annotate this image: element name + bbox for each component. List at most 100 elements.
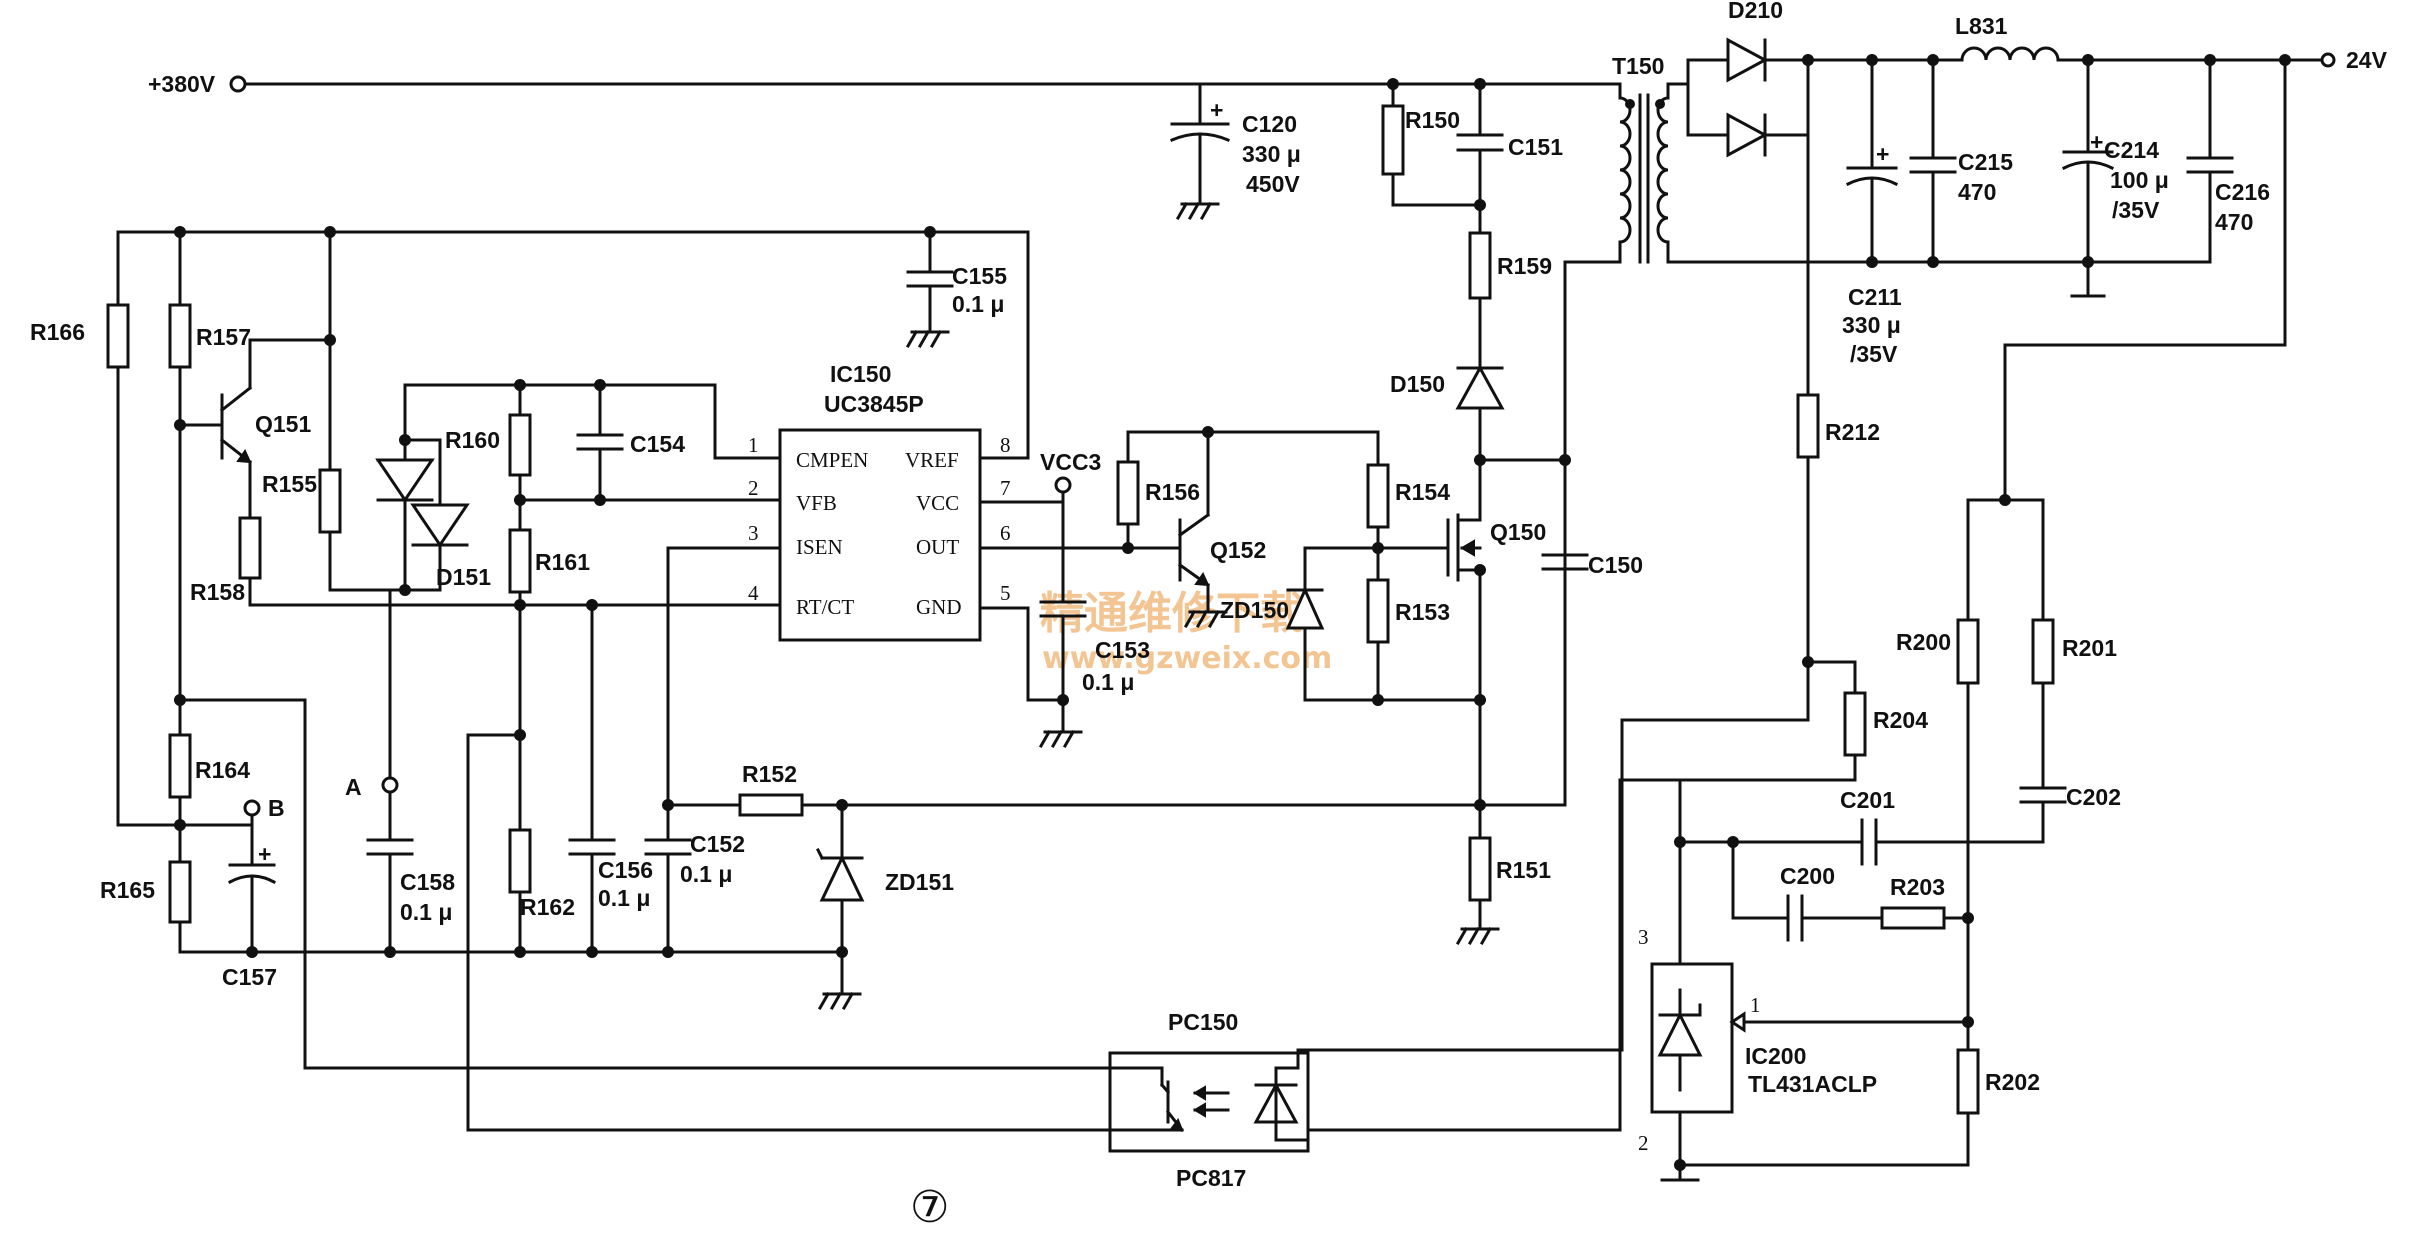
- svg-text:0.1 μ: 0.1 μ: [952, 291, 1004, 317]
- svg-text:6: 6: [1000, 521, 1011, 545]
- svg-text:C215: C215: [1958, 149, 2013, 175]
- svg-text:Q152: Q152: [1210, 537, 1266, 563]
- svg-text:D210: D210: [1728, 0, 1783, 23]
- svg-text:R159: R159: [1497, 253, 1552, 279]
- svg-text:www.gzweix.com: www.gzweix.com: [1042, 641, 1332, 676]
- d151-diode: D151: [375, 383, 602, 596]
- output-rail: L831 24V: [1763, 13, 2388, 73]
- svg-text:Q150: Q150: [1490, 519, 1546, 545]
- r155-column: [318, 230, 442, 592]
- svg-text:0.1 μ: 0.1 μ: [680, 861, 732, 887]
- svg-text:R212: R212: [1825, 419, 1880, 445]
- snubber-network: R150 C151 R159 D150: [1381, 82, 1571, 466]
- svg-text:330 μ: 330 μ: [1242, 141, 1301, 167]
- svg-text:C214: C214: [2104, 137, 2159, 163]
- svg-text:1: 1: [748, 433, 759, 457]
- svg-text:GND: GND: [916, 595, 962, 619]
- feedback-sense-line: [1966, 58, 2287, 622]
- svg-text:470: 470: [1958, 179, 1996, 205]
- svg-text:C153: C153: [1095, 637, 1150, 663]
- svg-text:3: 3: [748, 521, 759, 545]
- svg-text:UC3845P: UC3845P: [824, 391, 924, 417]
- svg-text:CMPEN: CMPEN: [796, 448, 868, 472]
- svg-text:IC200: IC200: [1745, 1043, 1806, 1069]
- svg-text:R166: R166: [30, 319, 85, 345]
- ic150-uc3845p: IC150 UC3845P CMPEN VFB ISEN RT/CT VREF …: [748, 230, 1182, 748]
- q151-network: R157 Q151 R155 R158: [168, 230, 782, 706]
- svg-text:C154: C154: [630, 431, 685, 457]
- control-bus: C155 0.1 μ: [116, 226, 1030, 348]
- svg-text:IC150: IC150: [830, 361, 891, 387]
- svg-text:PC150: PC150: [1168, 1009, 1238, 1035]
- svg-text:B: B: [268, 795, 285, 821]
- q150-mosfet: Q150: [1372, 458, 1567, 811]
- svg-text:R154: R154: [1395, 479, 1450, 505]
- svg-text:R202: R202: [1985, 1069, 2040, 1095]
- svg-text:C120: C120: [1242, 111, 1297, 137]
- svg-text:R200: R200: [1896, 629, 1951, 655]
- svg-text:R155: R155: [262, 471, 317, 497]
- svg-text:ISEN: ISEN: [796, 535, 843, 559]
- page-number: ⑦: [910, 1182, 949, 1233]
- r164-r165-network: R164 R165 B + C157: [100, 698, 1112, 1070]
- svg-text:VCC3: VCC3: [1040, 449, 1101, 475]
- svg-text:PC817: PC817: [1176, 1165, 1246, 1191]
- svg-text:R161: R161: [535, 549, 590, 575]
- svg-text:/35V: /35V: [2112, 197, 2160, 223]
- svg-text:C150: C150: [1588, 552, 1643, 578]
- svg-text:100 μ: 100 μ: [2110, 167, 2169, 193]
- svg-text:OUT: OUT: [916, 535, 959, 559]
- svg-text:C216: C216: [2215, 179, 2270, 205]
- r151-resistor: R151: [1456, 803, 1551, 945]
- svg-text:+380V: +380V: [148, 71, 216, 97]
- svg-text:C156: C156: [598, 857, 653, 883]
- c211-capacitor: + C211 330 μ /35V: [1842, 58, 1902, 367]
- svg-text:C151: C151: [1508, 134, 1563, 160]
- svg-text:R156: R156: [1145, 479, 1200, 505]
- svg-text:+: +: [2090, 129, 2103, 155]
- c154-capacitor: C154: [576, 379, 782, 506]
- zd151-zener: ZD151: [815, 803, 954, 1010]
- svg-text:T150: T150: [1612, 53, 1664, 79]
- ic200-tl431: 3 1 2 IC200 TL431ACLP: [1638, 778, 1970, 1182]
- c156-capacitor: C156 0.1 μ: [568, 599, 653, 954]
- svg-text:D150: D150: [1390, 371, 1445, 397]
- svg-text:R160: R160: [445, 427, 500, 453]
- svg-text:C202: C202: [2066, 784, 2121, 810]
- pc150-optocoupler: PC150 PC817: [466, 778, 1682, 1191]
- svg-text:R201: R201: [2062, 635, 2117, 661]
- svg-text:R203: R203: [1890, 874, 1945, 900]
- svg-text:VFB: VFB: [796, 491, 837, 515]
- svg-text:470: 470: [2215, 209, 2253, 235]
- svg-text:ZD151: ZD151: [885, 869, 954, 895]
- svg-text:/35V: /35V: [1850, 341, 1898, 367]
- watermark: 精通维修下载 www.gzweix.com: [1040, 588, 1332, 676]
- svg-text:R162: R162: [520, 894, 575, 920]
- d210-diode: D210: [1686, 0, 1810, 158]
- svg-text:0.1 μ: 0.1 μ: [598, 885, 650, 911]
- c150-capacitor: C150: [1541, 458, 1643, 578]
- svg-text:0.1 μ: 0.1 μ: [1082, 669, 1134, 695]
- svg-text:R153: R153: [1395, 599, 1450, 625]
- svg-text:7: 7: [1000, 476, 1011, 500]
- svg-text:ZD150: ZD150: [1220, 597, 1289, 623]
- svg-text:RT/CT: RT/CT: [796, 595, 854, 619]
- c152-capacitor: C152 0.1 μ: [644, 546, 782, 954]
- svg-text:精通维修下载: 精通维修下载: [1040, 588, 1304, 639]
- svg-text:R164: R164: [195, 757, 250, 783]
- svg-text:2: 2: [1638, 1131, 1649, 1155]
- svg-text:D151: D151: [436, 564, 491, 590]
- c214-capacitor: + C214 100 μ /35V: [2061, 58, 2169, 298]
- r212-resistor: R212 R204: [1296, 58, 1928, 1052]
- r166-resistor: R166: [30, 230, 254, 827]
- svg-text:330 μ: 330 μ: [1842, 312, 1901, 338]
- svg-text:C152: C152: [690, 831, 745, 857]
- svg-text:1: 1: [1750, 993, 1761, 1017]
- svg-text:R157: R157: [196, 324, 251, 350]
- svg-text:VCC: VCC: [916, 491, 959, 515]
- compensation-network: C201 C200 R203: [1674, 787, 1970, 942]
- svg-text:R151: R151: [1496, 857, 1551, 883]
- svg-text:4: 4: [748, 581, 759, 605]
- svg-text:C200: C200: [1780, 863, 1835, 889]
